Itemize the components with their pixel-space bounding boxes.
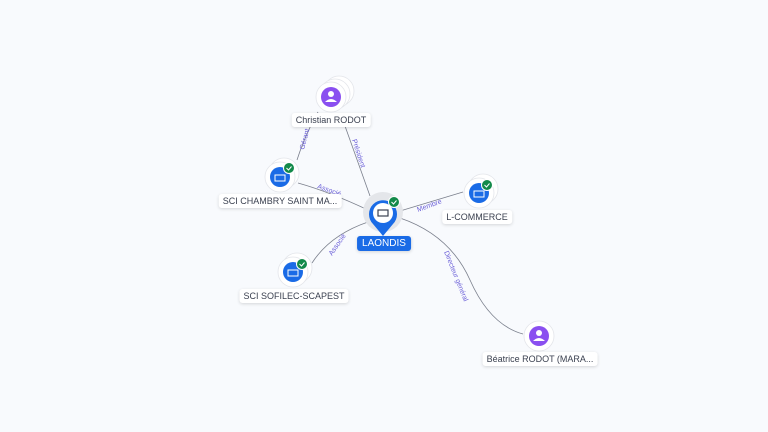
node-label-beatrice[interactable]: Béatrice RODOT (MARA... [482, 352, 598, 366]
node-label-christian[interactable]: Christian RODOT [291, 113, 371, 127]
building-icon [274, 174, 286, 182]
person-icon [328, 91, 334, 97]
edge-dg [399, 217, 524, 335]
building-icon [287, 269, 299, 277]
company-node-sofilec[interactable] [283, 258, 308, 283]
edge-president [344, 125, 371, 197]
person-node-christian[interactable] [321, 87, 341, 107]
company-node-chambry[interactable] [270, 162, 295, 188]
edge-sofilec [311, 221, 369, 264]
edge-membre [399, 191, 464, 212]
edge-label-membre: Membre [416, 198, 443, 213]
node-label-laondis[interactable]: LAONDIS [357, 236, 411, 251]
edge-label-gerant: Gérant [299, 128, 311, 151]
company-node-lcommerce[interactable] [469, 179, 493, 204]
node-label-chambry[interactable]: SCI CHAMBRY SAINT MA... [218, 194, 342, 208]
node-label-lcommerce[interactable]: L-COMMERCE [442, 210, 512, 224]
person-icon [536, 330, 542, 336]
edge-label-dg: Directeur général [442, 250, 469, 303]
node-label-sofilec[interactable]: SCI SOFILEC-SCAPEST [239, 289, 349, 303]
building-icon [473, 190, 485, 198]
edge-label-president: Président [350, 138, 366, 168]
company-node-laondis[interactable] [363, 192, 403, 236]
building-icon [377, 209, 389, 217]
person-node-beatrice[interactable] [529, 326, 549, 346]
